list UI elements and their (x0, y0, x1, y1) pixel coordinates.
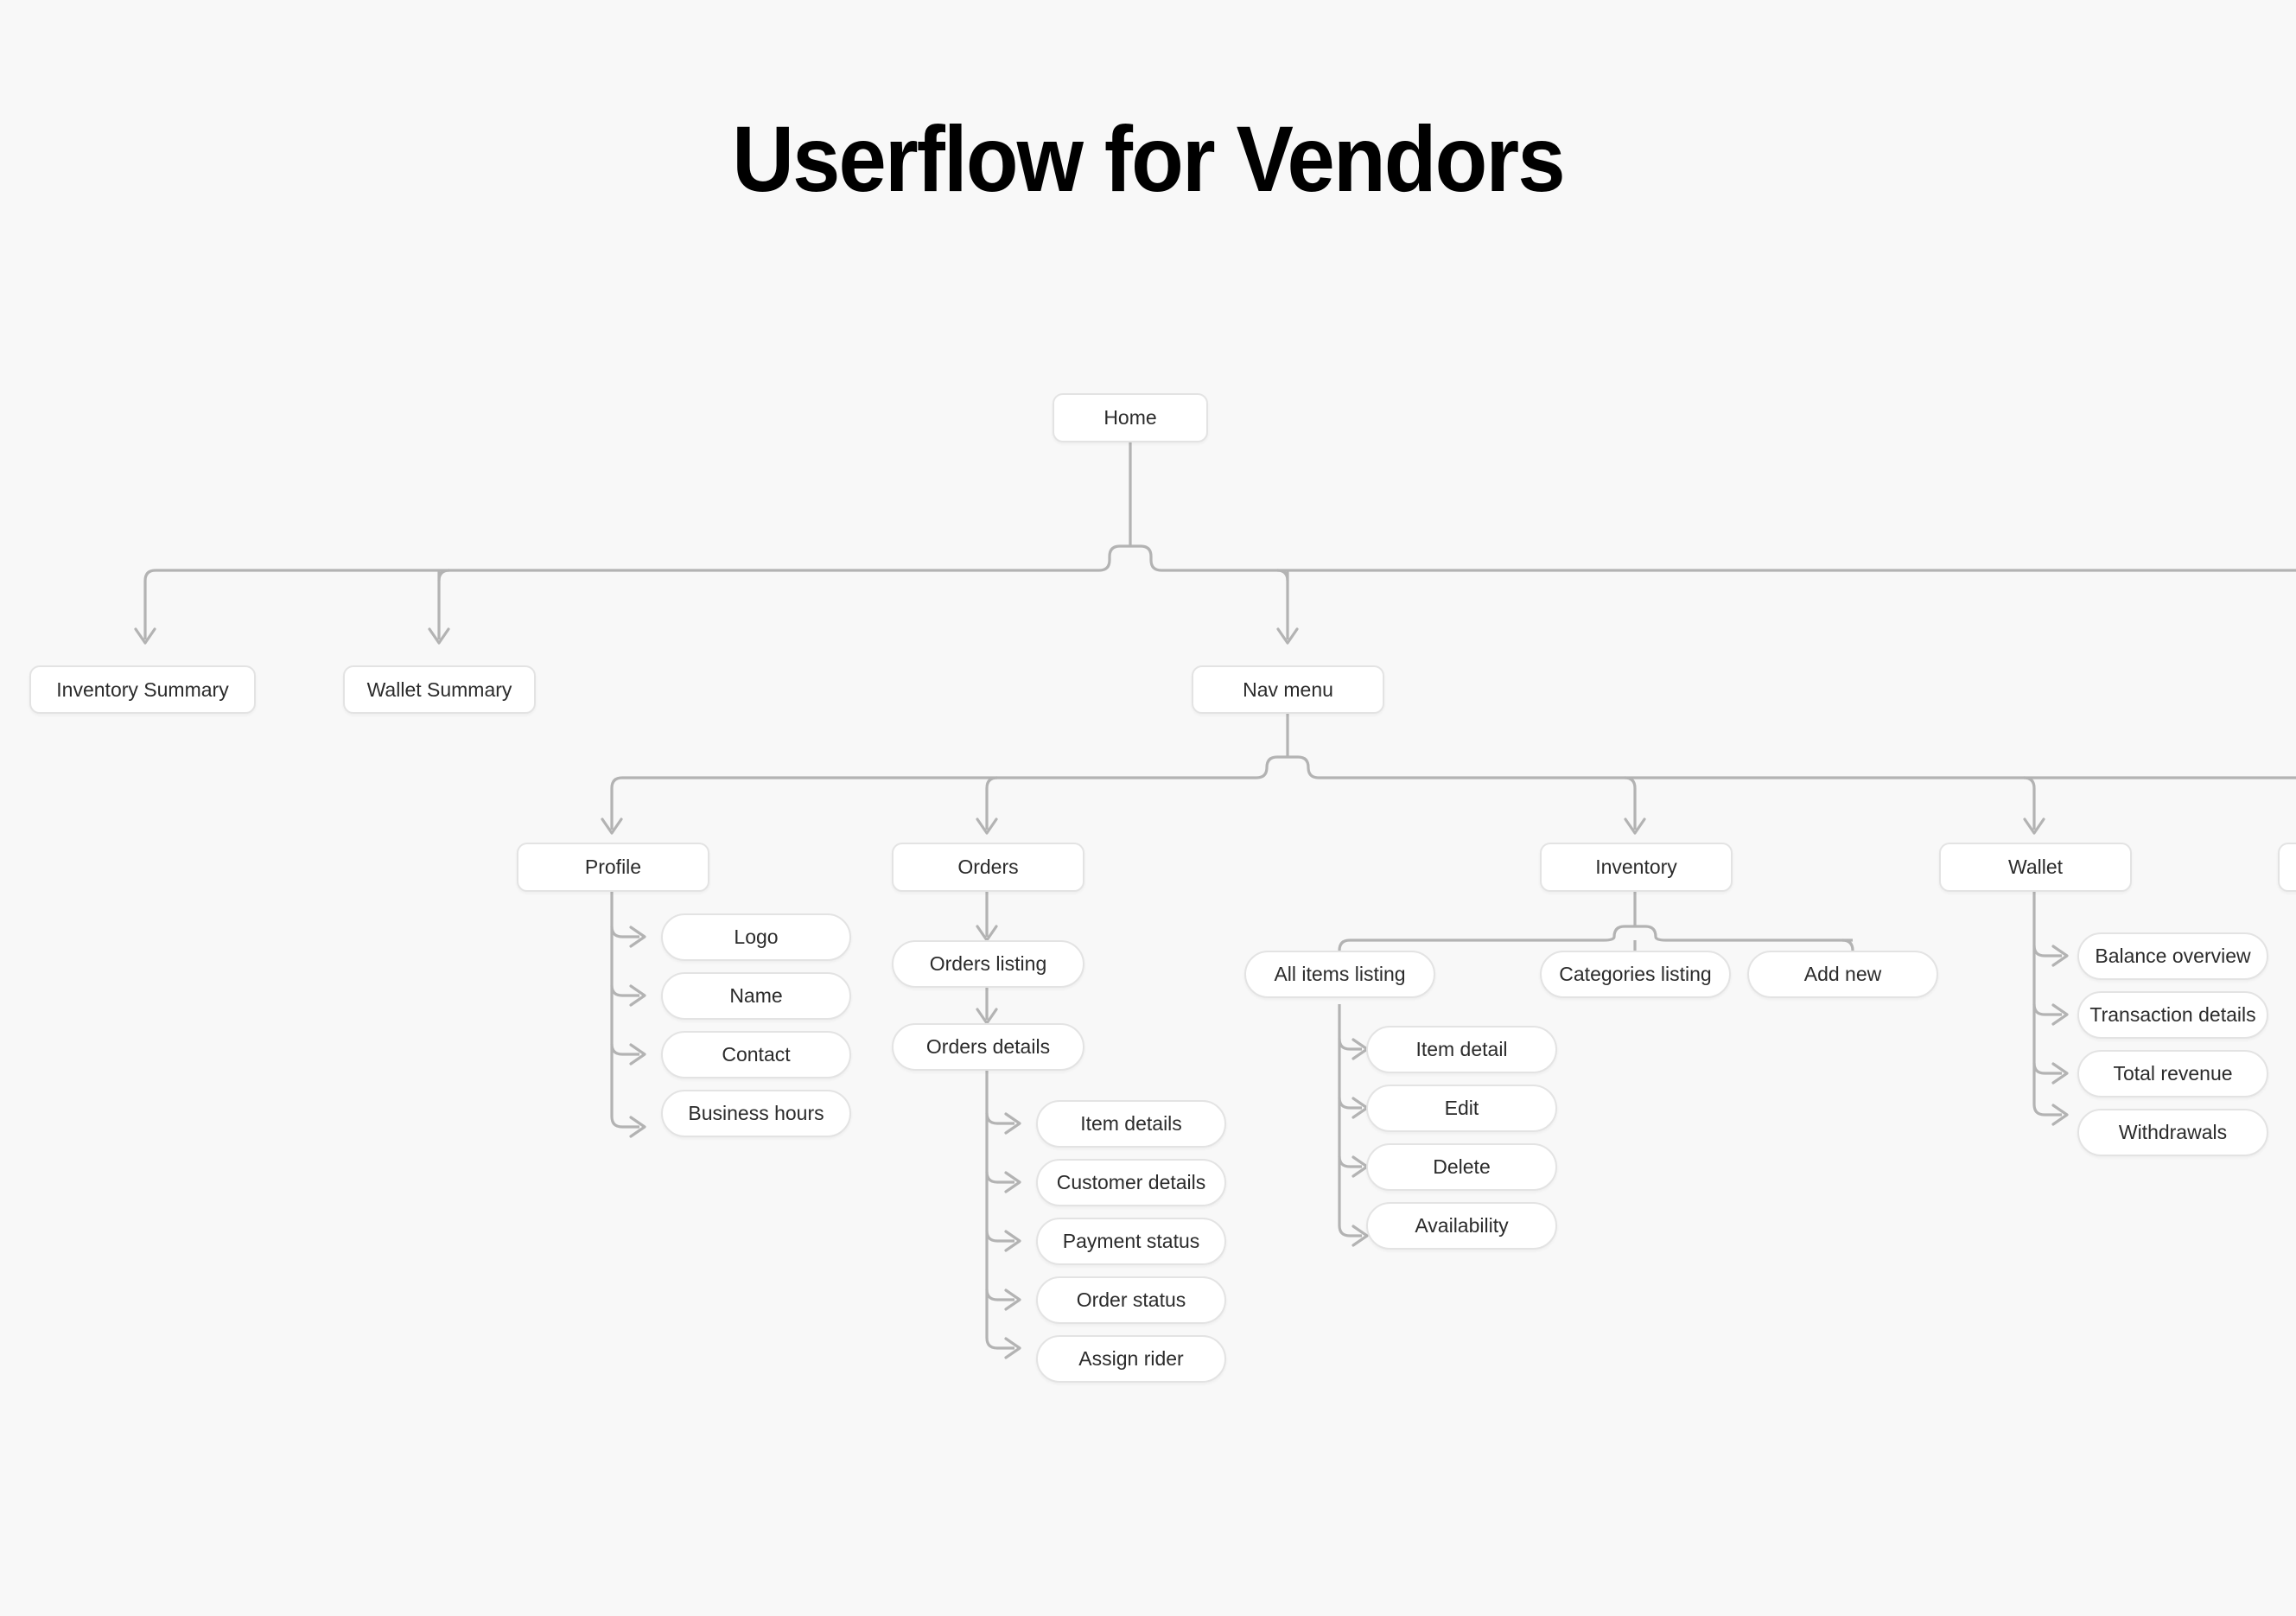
node-total-revenue[interactable]: Total revenue (2077, 1050, 2268, 1097)
node-customer-details[interactable]: Customer details (1036, 1159, 1226, 1206)
arrowhead-logo (629, 926, 646, 948)
node-balance-overview[interactable]: Balance overview (2077, 932, 2268, 980)
edge-allitems-trunk (1338, 1004, 1362, 1237)
edge-home-bus-right (1130, 544, 2296, 572)
arrowhead-customer-details (1004, 1171, 1021, 1193)
edge-navmenu-to-inventory (1624, 776, 1637, 830)
edge-navmenu-to-profile (610, 755, 1288, 830)
edge-inventory-bus-right (1635, 925, 1853, 942)
node-business-hours[interactable]: Business hours (661, 1090, 851, 1137)
arrowhead-orders-details (976, 1008, 998, 1025)
edge-allitems-edit (1338, 1097, 1362, 1110)
node-orders[interactable]: Orders (892, 843, 1084, 892)
node-all-items-listing[interactable]: All items listing (1244, 951, 1435, 998)
node-name[interactable]: Name (661, 972, 851, 1020)
edge-wallet-balance (2032, 945, 2062, 958)
arrowhead-wallet-summary (428, 627, 450, 645)
node-nav-menu[interactable]: Nav menu (1192, 665, 1384, 714)
node-add-new[interactable]: Add new (1747, 951, 1938, 998)
node-home[interactable]: Home (1053, 393, 1208, 442)
arrowhead-nav-menu (1276, 627, 1299, 645)
node-inventory[interactable]: Inventory (1540, 843, 1733, 892)
node-orders-listing[interactable]: Orders listing (892, 940, 1084, 988)
edge-profile-contact (610, 1043, 639, 1056)
arrowhead-availability (1352, 1225, 1369, 1247)
edge-wallet-revenue (2032, 1062, 2062, 1075)
edge-corner-nav-menu (1276, 569, 1289, 582)
arrowhead-name (629, 984, 646, 1007)
edge-ordersdetails-payment-status (985, 1230, 1014, 1243)
node-payment-status[interactable]: Payment status (1036, 1218, 1226, 1265)
page-title: Userflow for Vendors (732, 106, 1565, 211)
arrowhead-payment-status (1004, 1230, 1021, 1252)
arrowhead-orders (976, 818, 998, 835)
edge-navmenu-to-wallet (2023, 776, 2036, 830)
arrowhead-wallet (2023, 818, 2045, 835)
edge-profile-trunk (610, 892, 639, 1129)
edge-ordersdetails-trunk (985, 1058, 1014, 1350)
node-availability[interactable]: Availability (1366, 1202, 1557, 1250)
edge-navmenu-to-orders (985, 776, 998, 830)
arrowhead-assign-rider (1004, 1337, 1021, 1359)
edge-corner-wallet-summary (437, 569, 450, 582)
edge-profile-logo (610, 926, 639, 938)
arrowhead-inventory (1624, 818, 1646, 835)
node-categories-listing[interactable]: Categories listing (1540, 951, 1731, 998)
node-profile[interactable]: Profile (517, 843, 709, 892)
arrowhead-edit (1352, 1097, 1369, 1119)
arrowhead-contact (629, 1043, 646, 1066)
node-transaction-details[interactable]: Transaction details (2077, 991, 2268, 1039)
edge-allitems-item-detail (1338, 1038, 1362, 1051)
edge-profile-name (610, 984, 639, 997)
arrowhead-withdrawals (2051, 1104, 2069, 1126)
arrowhead-delete (1352, 1155, 1369, 1178)
arrowhead-transaction-details (2051, 1003, 2069, 1026)
edge-ordersdetails-item-details (985, 1112, 1014, 1125)
arrowhead-balance-overview (2051, 945, 2069, 967)
edge-allitems-delete (1338, 1155, 1362, 1168)
edge-home-to-inventory-summary (143, 544, 1130, 639)
node-order-status[interactable]: Order status (1036, 1276, 1226, 1324)
arrowhead-profile (601, 818, 623, 835)
edge-wallet-transaction (2032, 1003, 2062, 1016)
node-item-detail[interactable]: Item detail (1366, 1026, 1557, 1073)
arrowhead-business-hours (629, 1116, 646, 1138)
node-edit[interactable]: Edit (1366, 1085, 1557, 1132)
node-assign-rider[interactable]: Assign rider (1036, 1335, 1226, 1383)
arrowhead-total-revenue (2051, 1062, 2069, 1085)
arrowhead-orders-listing (976, 925, 998, 942)
node-offscreen-partial[interactable] (2278, 843, 2296, 892)
arrowhead-item-detail (1352, 1038, 1369, 1060)
edge-ordersdetails-customer-details (985, 1171, 1014, 1184)
node-item-details[interactable]: Item details (1036, 1100, 1226, 1148)
arrowhead-order-status (1004, 1288, 1021, 1311)
node-delete[interactable]: Delete (1366, 1143, 1557, 1191)
edge-navmenu-bus-right (1288, 755, 2296, 779)
node-orders-details[interactable]: Orders details (892, 1023, 1084, 1071)
node-contact[interactable]: Contact (661, 1031, 851, 1078)
edge-wallet-trunk (2032, 892, 2062, 1117)
edge-ordersdetails-order-status (985, 1288, 1014, 1301)
node-wallet[interactable]: Wallet (1939, 843, 2132, 892)
arrowhead-inventory-summary (134, 627, 156, 645)
node-inventory-summary[interactable]: Inventory Summary (29, 665, 256, 714)
node-wallet-summary[interactable]: Wallet Summary (343, 665, 536, 714)
arrowhead-item-details (1004, 1112, 1021, 1135)
node-withdrawals[interactable]: Withdrawals (2077, 1109, 2268, 1156)
node-logo[interactable]: Logo (661, 913, 851, 961)
